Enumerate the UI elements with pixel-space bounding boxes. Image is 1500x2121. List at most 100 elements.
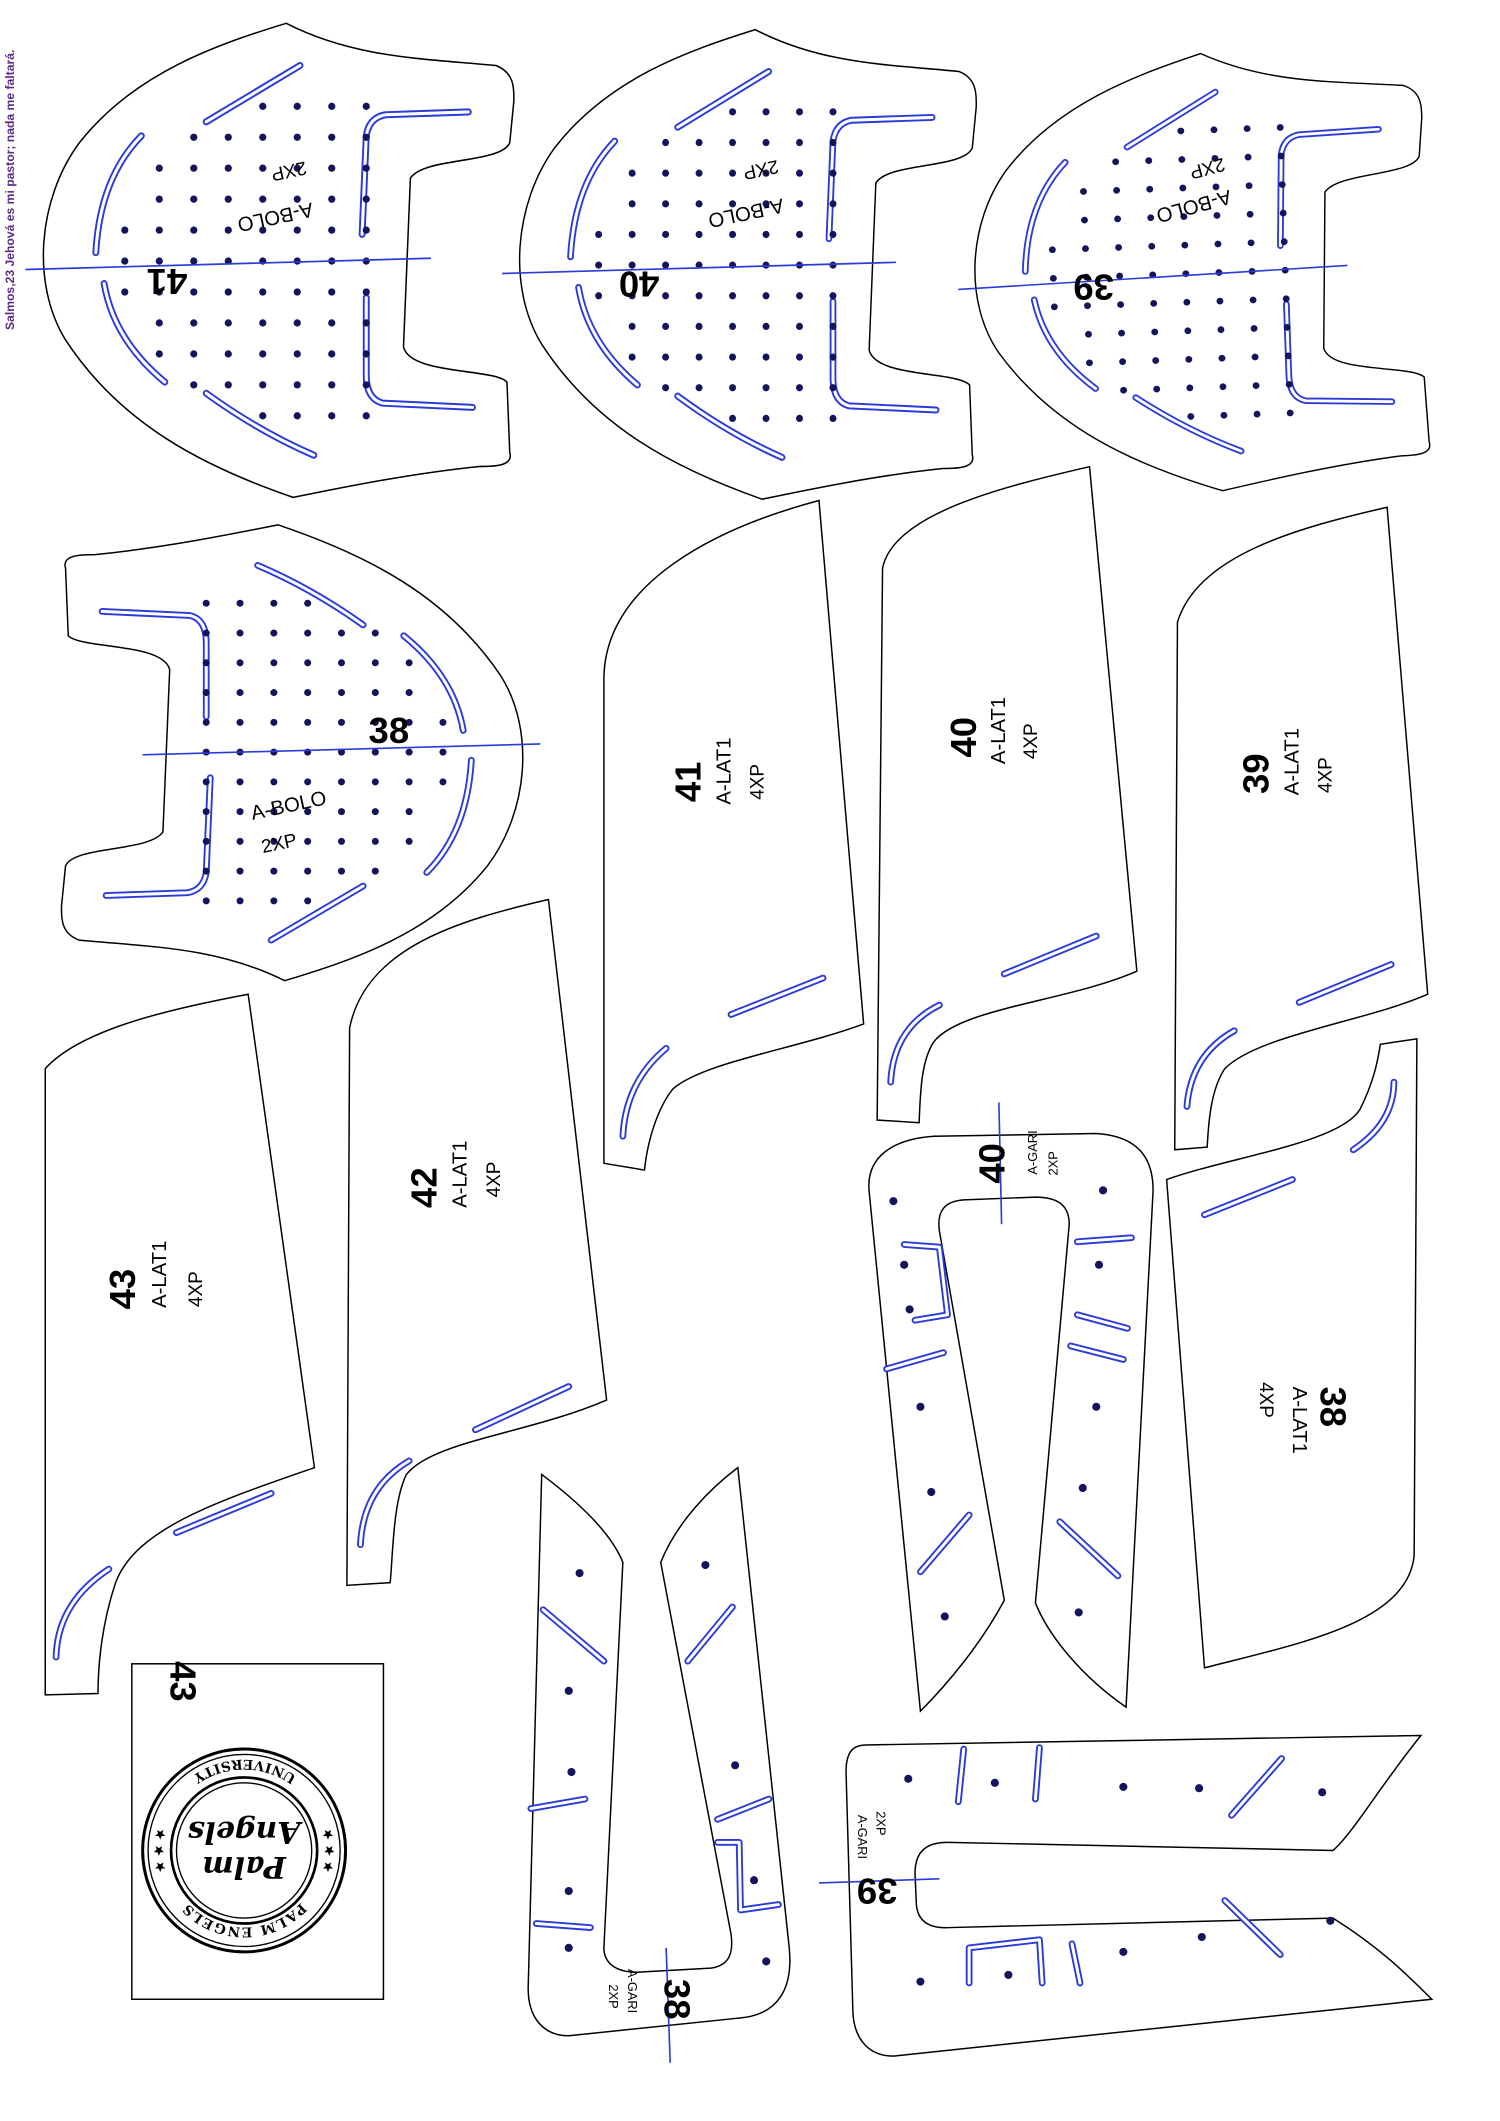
stitch-line-core — [686, 1605, 734, 1663]
lat-40-size: 40 — [943, 717, 984, 758]
perforation-dot — [762, 1957, 771, 1966]
stitch-line-core — [902, 1242, 949, 1322]
lat-42-name: A-LAT1 — [450, 1140, 472, 1207]
stitch-line-core — [1069, 1344, 1125, 1361]
perforation-dot — [1098, 1186, 1108, 1195]
stitch-line-core — [534, 1922, 592, 1930]
stitch-line-core — [729, 976, 825, 1016]
lat-38-name: A-LAT1 — [1288, 1387, 1310, 1454]
perforation-dot — [731, 1761, 740, 1770]
perforation-dot — [1318, 1788, 1327, 1797]
piece-outline — [876, 465, 1138, 1124]
lat-41-name: A-LAT1 — [713, 737, 735, 804]
perforation-dot — [1004, 1970, 1013, 1979]
lat-39-qty: 4XP — [1316, 757, 1337, 793]
seal-inner-ring-thin — [175, 1782, 313, 1919]
stitch-line-core — [358, 1459, 411, 1547]
lat-piece-42: 42 A-LAT1 4XP — [346, 898, 608, 1587]
stitch-line-core — [174, 1491, 273, 1535]
lat-39-name: A-LAT1 — [1281, 728, 1303, 795]
lat-40-qty: 4XP — [1021, 723, 1042, 759]
verse-text: Salmos,23 Jehová es mi pastor; nada me f… — [3, 50, 17, 330]
perforation-dot — [1119, 1782, 1128, 1791]
gari-piece-38: 38 A-GARI 2XP — [527, 1466, 791, 2063]
perforation-dot — [564, 1943, 573, 1952]
perforation-dot — [567, 1767, 576, 1777]
lat-piece-39: 39 A-LAT1 4XP — [1173, 506, 1429, 1151]
perforation-dot — [575, 1569, 584, 1578]
stitch-line-core — [1075, 1236, 1133, 1244]
stitch-line-core — [918, 1513, 971, 1574]
lat-41-size: 41 — [667, 762, 708, 803]
gari-38-name: A-GARI — [625, 1969, 640, 2013]
stitch-line-core — [621, 1046, 668, 1138]
lat-piece-38: 38 A-LAT1 4XP — [1165, 1037, 1418, 1669]
seal-outer-ring — [141, 1747, 348, 1954]
gari-38-size: 38 — [656, 1979, 697, 2020]
gari-40-name: A-GARI — [1025, 1130, 1040, 1174]
stitch-line-core — [1070, 1942, 1082, 1985]
perforation-dot — [900, 1260, 909, 1269]
stitch-line-core — [716, 1840, 780, 1912]
perforation-dot — [701, 1560, 710, 1570]
piece-outline — [44, 993, 316, 1696]
lat-41-qty: 4XP — [748, 764, 769, 800]
stitch-line-core — [1203, 1178, 1294, 1217]
bolo-38-size: 38 — [369, 710, 410, 751]
piece-outline — [527, 1466, 791, 2037]
lat-43-size: 43 — [102, 1269, 143, 1310]
perforation-dot — [1078, 1483, 1087, 1493]
perforation-dot — [1074, 1608, 1083, 1617]
stitch-line-core — [716, 1797, 771, 1821]
perforation-dot — [1094, 1260, 1104, 1269]
bolo-41-size: 41 — [147, 261, 188, 302]
stitch-line-core — [529, 1797, 587, 1811]
perforation-dots — [889, 1186, 1108, 1621]
stitch-line-core — [1033, 1746, 1041, 1801]
stitch-line-core — [54, 1567, 111, 1659]
seal-outer-ring-thin — [147, 1753, 341, 1948]
perforation-dot — [940, 1612, 949, 1621]
piece-outline — [868, 1132, 1154, 1713]
stitch-line-core — [885, 1351, 945, 1371]
lat-piece-41: 41 A-LAT1 4XP — [603, 499, 865, 1171]
perforation-dot — [1326, 1916, 1335, 1925]
perforation-dot — [564, 1686, 573, 1695]
piece-outline — [1173, 506, 1429, 1151]
perforation-dot — [889, 1197, 898, 1206]
center-line — [665, 1947, 672, 2063]
perforation-dots — [904, 1774, 1335, 1986]
perforation-dot — [916, 1402, 925, 1411]
perforation-dot — [1197, 1932, 1206, 1942]
perforation-dot — [750, 1876, 759, 1885]
bolo-piece-38 — [61, 525, 540, 981]
perforation-dot — [1092, 1402, 1101, 1411]
perforation-dot — [564, 1886, 573, 1896]
stitch-line-core — [1075, 1313, 1129, 1330]
lat-39-size: 39 — [1235, 753, 1276, 794]
gari-38-qty: 2XP — [606, 1984, 621, 2008]
gari-39-size: 39 — [857, 1871, 898, 1912]
lat-42-size: 42 — [404, 1167, 445, 1208]
piece-outline — [845, 1734, 1434, 2057]
perforation-dot — [1119, 1947, 1128, 1956]
stitch-line-core — [1002, 934, 1098, 976]
stitch-line-core — [1351, 1080, 1396, 1152]
stitch-line-core — [889, 1003, 941, 1084]
stitch-line-core — [1058, 1520, 1120, 1578]
lat-38-qty: 4XP — [1255, 1382, 1276, 1418]
perforation-dots — [564, 1560, 771, 1966]
lat-43-qty: 4XP — [186, 1271, 207, 1307]
logo-piece-43: 43 PALM ENGELS UNIVERSITY Palm Angels — [131, 1661, 385, 2001]
bolo-39-size: 39 — [1073, 266, 1114, 307]
bolo-piece-40 — [502, 30, 976, 500]
wordmark-line-2: Angels — [188, 1814, 304, 1849]
perforation-dot — [905, 1305, 914, 1314]
gari-39-name: A-GARI — [855, 1815, 870, 1859]
stitch-line-core — [967, 1938, 1044, 1985]
piece-outline — [1165, 1037, 1418, 1669]
perforation-dot — [1195, 1784, 1204, 1793]
bolo-40-size: 40 — [619, 264, 660, 305]
bolo-piece-41 — [25, 23, 513, 497]
